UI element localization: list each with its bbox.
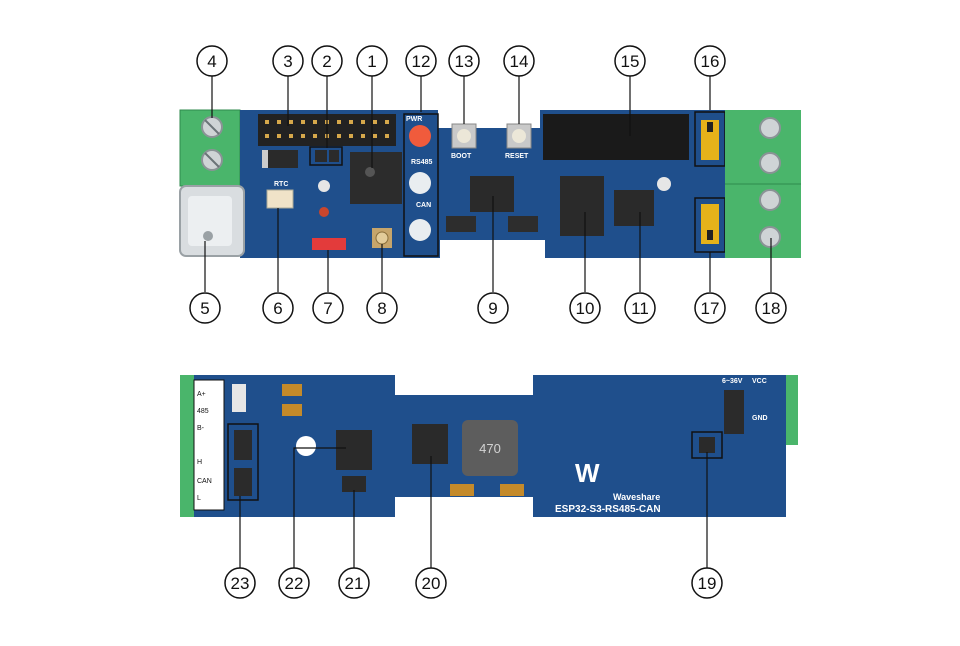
- can-side-label: CAN: [197, 478, 212, 485]
- callout-18: 18: [762, 299, 781, 318]
- rs485-label: RS485: [411, 159, 433, 166]
- pwr-label: PWR: [406, 116, 422, 123]
- callout-5: 5: [200, 299, 209, 318]
- brand-label: Waveshare: [613, 492, 660, 502]
- callout-13: 13: [455, 52, 474, 71]
- led-can: [409, 219, 431, 241]
- callout-16: 16: [701, 52, 720, 71]
- n485-label: 485: [197, 408, 209, 415]
- callout-11: 11: [631, 299, 649, 318]
- reset-label: RESET: [505, 153, 529, 160]
- chip-bottom-21: [336, 430, 372, 470]
- callout-3: 3: [283, 52, 292, 71]
- board-bottom-view: A+ 485 B- H CAN L 470 W Waveshare ESP32-…: [180, 375, 798, 517]
- rtc-label: RTC: [274, 181, 288, 188]
- callout-22: 22: [285, 574, 304, 593]
- logo: W: [575, 458, 600, 488]
- inductor-label: 470: [479, 441, 501, 456]
- model-label: ESP32-S3-RS485-CAN: [555, 504, 661, 515]
- callout-4: 4: [207, 52, 216, 71]
- esp32-chip: [350, 152, 402, 204]
- callouts-top: [204, 76, 772, 292]
- callout-21: 21: [345, 574, 364, 593]
- callouts-bottom: [239, 447, 708, 568]
- chip-bottom-19: [699, 437, 715, 453]
- board-top-view: RTC PWR RS485 CAN BOOT RESET: [179, 109, 801, 258]
- h-label: H: [197, 459, 202, 466]
- jumper-top: [701, 120, 719, 160]
- terminal-block-bottom-right: [786, 375, 798, 445]
- callout-6: 6: [273, 299, 282, 318]
- b-minus-label: B-: [197, 425, 205, 432]
- callout-20: 20: [422, 574, 441, 593]
- callout-7: 7: [323, 299, 332, 318]
- callout-17: 17: [701, 299, 720, 318]
- callout-9: 9: [488, 299, 497, 318]
- callout-2: 2: [322, 52, 331, 71]
- jumper-bottom: [701, 204, 719, 244]
- chip-small: [315, 150, 327, 162]
- callout-10: 10: [576, 299, 595, 318]
- chip-rs485-transceiver: [470, 176, 514, 212]
- callout-circles-bottom: [224, 567, 723, 599]
- callout-14: 14: [510, 52, 529, 71]
- gnd-label: GND: [752, 415, 768, 422]
- vcc-label: VCC: [752, 378, 767, 385]
- callout-19: 19: [698, 574, 717, 593]
- callout-15: 15: [621, 52, 640, 71]
- led-rs485: [409, 172, 431, 194]
- can-label: CAN: [416, 202, 431, 209]
- voltage-label: 6~36V: [722, 378, 743, 385]
- callout-23: 23: [231, 574, 250, 593]
- callout-12: 12: [412, 52, 431, 71]
- tvs-diode-1: [234, 430, 252, 460]
- tvs-diode-2: [234, 468, 252, 496]
- fpc-connector: [543, 114, 689, 160]
- callout-8: 8: [377, 299, 386, 318]
- callout-circles-top: [189, 45, 787, 324]
- led-strip: [312, 238, 346, 250]
- rtc-connector: [266, 189, 294, 209]
- inductor: [462, 420, 518, 476]
- chip-bottom-20: [412, 424, 448, 464]
- a-plus-label: A+: [197, 391, 206, 398]
- chip-isolator: [614, 190, 654, 226]
- callout-1: 1: [367, 52, 376, 71]
- terminal-block-bottom-left: [180, 375, 194, 517]
- led-pwr: [409, 125, 431, 147]
- chip-can-transceiver: [560, 176, 604, 236]
- l-label: L: [197, 495, 201, 502]
- boot-label: BOOT: [451, 153, 472, 160]
